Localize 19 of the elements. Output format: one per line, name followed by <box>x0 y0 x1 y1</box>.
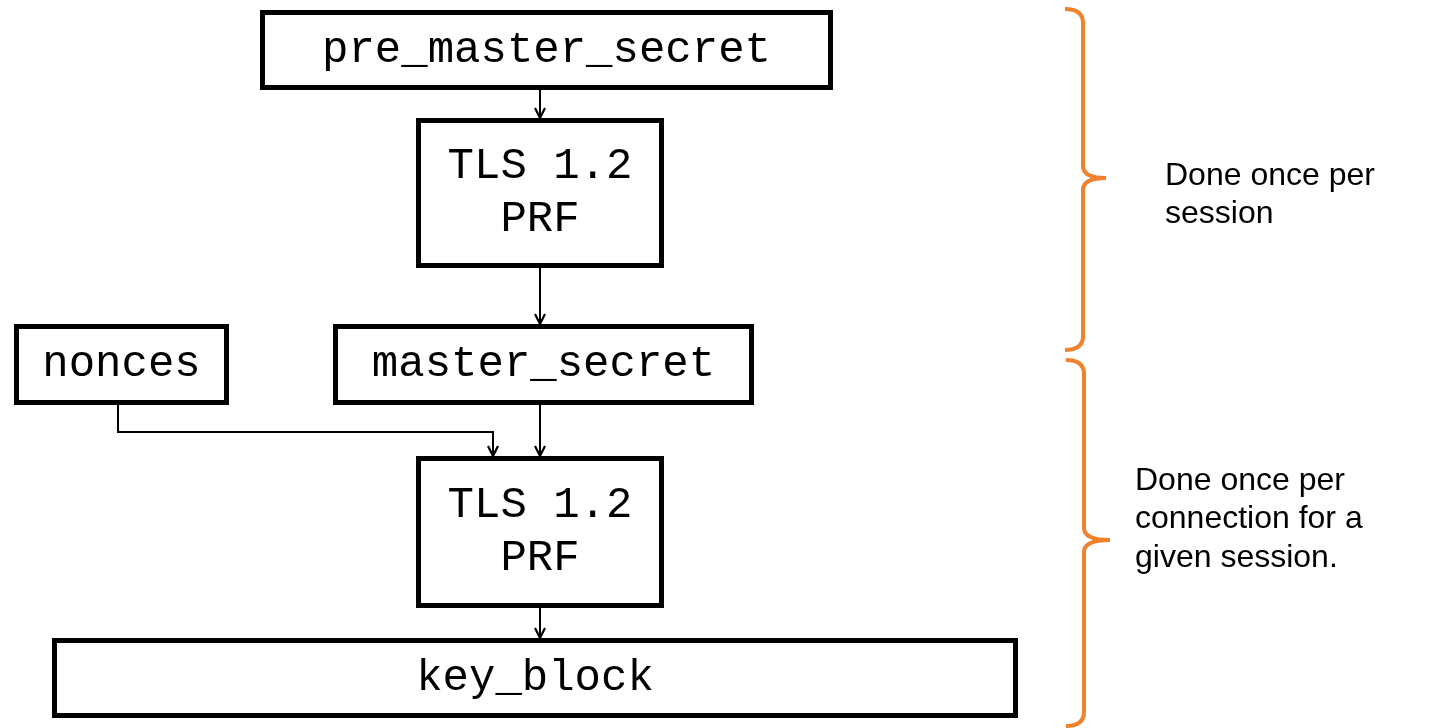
node-label: TLS 1.2 PRF <box>446 140 634 246</box>
node-label: master_secret <box>371 338 716 391</box>
arrow <box>533 404 547 458</box>
process-box <box>333 324 754 405</box>
process-box <box>260 10 833 90</box>
arrow <box>533 267 547 326</box>
process-box <box>52 638 1018 718</box>
note-text: Done once per session <box>1165 155 1376 232</box>
arrow <box>117 404 500 458</box>
note-text: Done once per connection for a given session. <box>1135 460 1364 576</box>
process-box <box>14 324 229 405</box>
node-label: pre_master_secret <box>322 23 771 77</box>
arrow <box>533 607 547 640</box>
process-box <box>416 456 664 608</box>
node-label: TLS 1.2 PRF <box>446 479 634 585</box>
node-label: key_block <box>416 651 654 705</box>
process-box <box>416 118 664 268</box>
node-label: nonces <box>42 338 201 391</box>
arrow <box>533 89 547 120</box>
